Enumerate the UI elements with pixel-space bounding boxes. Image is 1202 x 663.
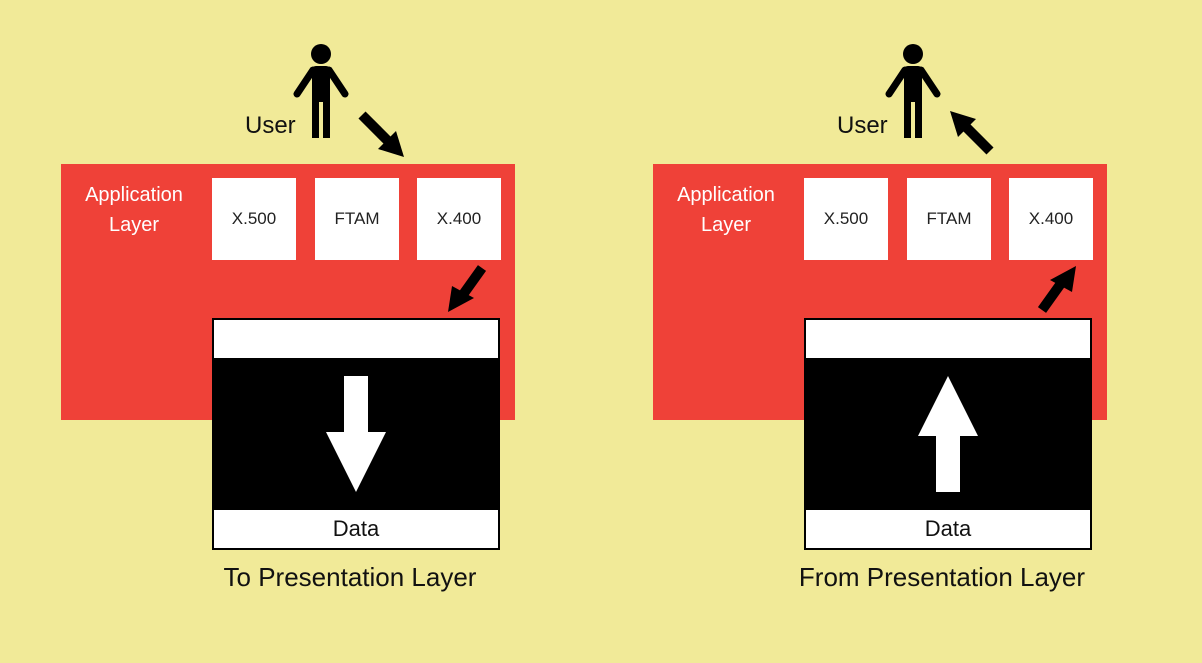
stack-header [212, 318, 500, 360]
application-label-line1: Application [85, 184, 183, 206]
diagonal-arrow-icon [950, 111, 994, 155]
from-presentation-panel: User Application Layer X.500 FTAM X.400 … [592, 0, 1152, 663]
user-label: User [837, 112, 888, 139]
stack-header [804, 318, 1092, 360]
down-arrow-icon [326, 376, 386, 492]
person-icon [885, 44, 941, 138]
protocol-box-x500: X.500 [212, 178, 296, 260]
application-layer-label: Application Layer [666, 180, 786, 240]
caption: From Presentation Layer [798, 562, 1086, 592]
application-label-line2: Layer [700, 214, 752, 236]
application-label-line2: Layer [108, 214, 160, 236]
user-label: User [245, 112, 296, 139]
protocol-box-x400: X.400 [417, 178, 501, 260]
protocol-box-x500: X.500 [804, 178, 888, 260]
protocol-box-x400: X.400 [1009, 178, 1093, 260]
data-label: Data [212, 508, 500, 550]
diagonal-arrow-icon [448, 265, 487, 312]
diagonal-arrow-icon [1037, 266, 1076, 313]
protocol-box-ftam: FTAM [907, 178, 991, 260]
to-presentation-panel: User Application Layer X.500 FTAM X.400 … [0, 0, 560, 663]
data-stack: Data [212, 318, 500, 550]
protocol-box-ftam: FTAM [315, 178, 399, 260]
application-layer-label: Application Layer [74, 180, 194, 240]
up-arrow-icon [918, 376, 978, 492]
person-icon [293, 44, 349, 138]
diagonal-arrow-icon [358, 111, 404, 157]
caption: To Presentation Layer [223, 562, 477, 592]
data-label: Data [804, 508, 1092, 550]
application-label-line1: Application [677, 184, 775, 206]
data-stack: Data [804, 318, 1092, 550]
